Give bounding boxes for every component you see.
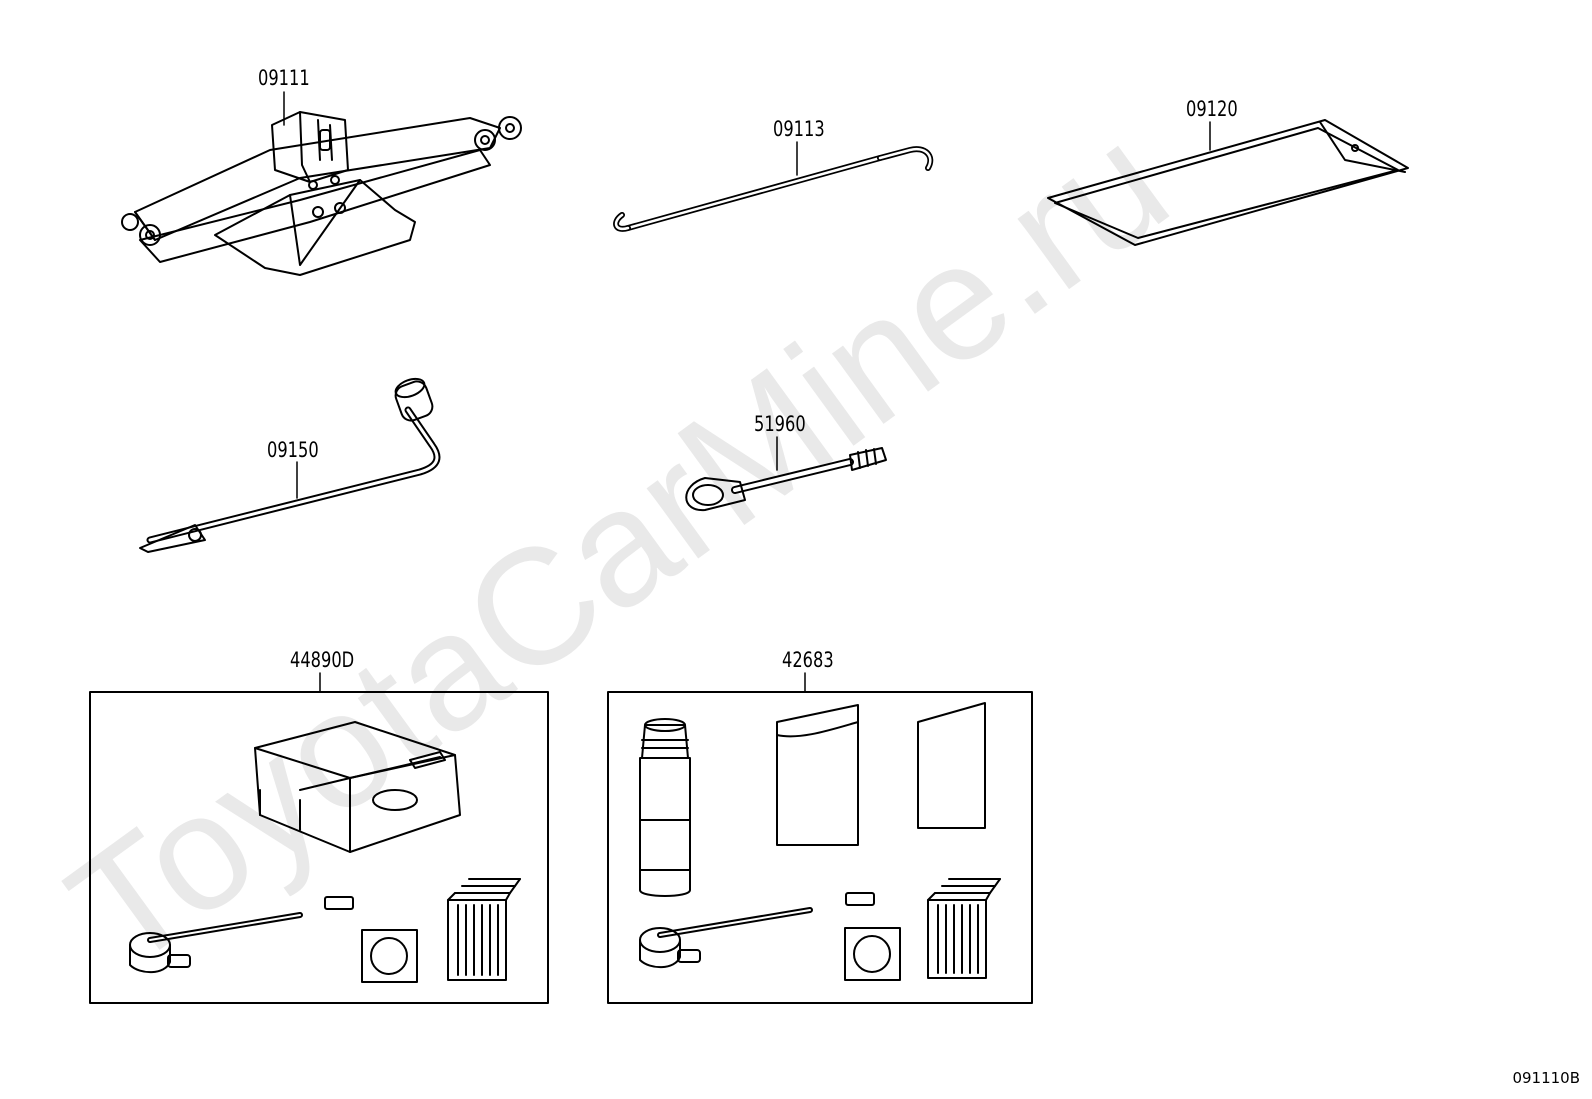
- tool-bag-drawing[interactable]: [1047, 119, 1409, 246]
- part-number-09111[interactable]: 09111: [258, 66, 310, 90]
- part-number-09150[interactable]: 09150: [267, 438, 319, 462]
- part-number-51960[interactable]: 51960: [754, 412, 806, 436]
- compressor-kit-box[interactable]: [89, 672, 549, 1004]
- part-number-09120[interactable]: 09120: [1186, 97, 1238, 121]
- part-number-44890D[interactable]: 44890D: [290, 648, 355, 672]
- jack-drawing[interactable]: [121, 91, 522, 276]
- wheel-nut-wrench-drawing[interactable]: [139, 375, 441, 553]
- towing-eye-drawing[interactable]: [685, 436, 887, 512]
- part-number-09113[interactable]: 09113: [773, 117, 825, 141]
- jack-handle-drawing[interactable]: [613, 141, 934, 232]
- part-number-42683[interactable]: 42683: [782, 648, 834, 672]
- sealant-kit-box[interactable]: [607, 672, 1033, 1004]
- diagram-code: 091110B: [1512, 1069, 1580, 1087]
